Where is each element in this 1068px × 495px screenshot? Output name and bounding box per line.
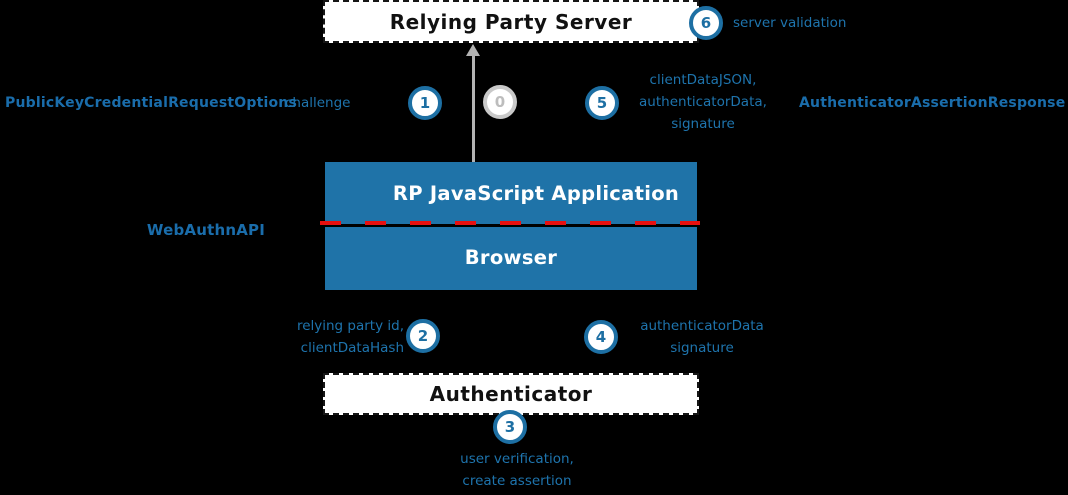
relying-party-id-label: relying party id, [296,318,404,334]
relying-party-server-box: Relying Party Server [323,0,699,43]
rp-js-application-label: RP JavaScript Application [392,181,680,205]
step-4-data-labels: authenticatorData signature [637,315,767,359]
webauthn-api-boundary-line [320,221,700,228]
boundary-black-line [320,224,700,227]
step-2-number: 2 [417,327,429,345]
step-0-badge: 0 [483,85,517,119]
authenticator-data-label: authenticatorData, [639,94,767,110]
step-6-number: 6 [700,14,712,32]
authenticator-box: Authenticator [323,373,699,415]
webauthn-api-label: WebAuthnAPI [146,221,265,239]
step-3-number: 3 [504,418,516,436]
flow-arrow-line [472,50,475,163]
boundary-red-dashes [320,221,700,225]
step-2-badge: 2 [406,319,440,353]
step-0-number: 0 [494,93,506,111]
user-verification-label: user verification, [460,451,574,467]
relying-party-server-label: Relying Party Server [389,9,633,34]
authenticator-data-label-2: authenticatorData [640,318,764,334]
create-assertion-label: create assertion [462,473,572,489]
signature-label: signature [671,116,735,132]
authenticator-label: Authenticator [429,382,593,406]
step-4-badge: 4 [584,320,618,354]
step-5-data-labels: clientDataJSON, authenticatorData, signa… [628,69,778,135]
challenge-label: challenge [284,95,351,111]
step-5-badge: 5 [585,86,619,120]
step-3-badge: 3 [493,410,527,444]
request-options-annotation: PublicKeyCredentialRequestOptions challe… [5,86,350,120]
server-validation-label: server validation [733,15,847,31]
signature-label-2: signature [670,340,734,356]
browser-row: Browser [325,224,697,290]
request-options-label: PublicKeyCredentialRequestOptions [5,95,297,111]
rp-js-application-row: RP JavaScript Application [325,162,697,224]
step-6-badge: 6 [689,6,723,40]
browser-label: Browser [464,245,558,269]
step-1-badge: 1 [408,86,442,120]
assertion-response-label: AuthenticatorAssertionResponse [799,95,1066,111]
step-4-number: 4 [595,328,607,346]
client-data-json-label: clientDataJSON, [649,72,757,88]
client-data-hash-label: clientDataHash [300,340,404,356]
step-2-data-labels: relying party id, clientDataHash [160,315,404,359]
step-5-number: 5 [596,94,608,112]
step-3-data-labels: user verification, create assertion [417,448,617,492]
step-1-number: 1 [419,94,431,112]
